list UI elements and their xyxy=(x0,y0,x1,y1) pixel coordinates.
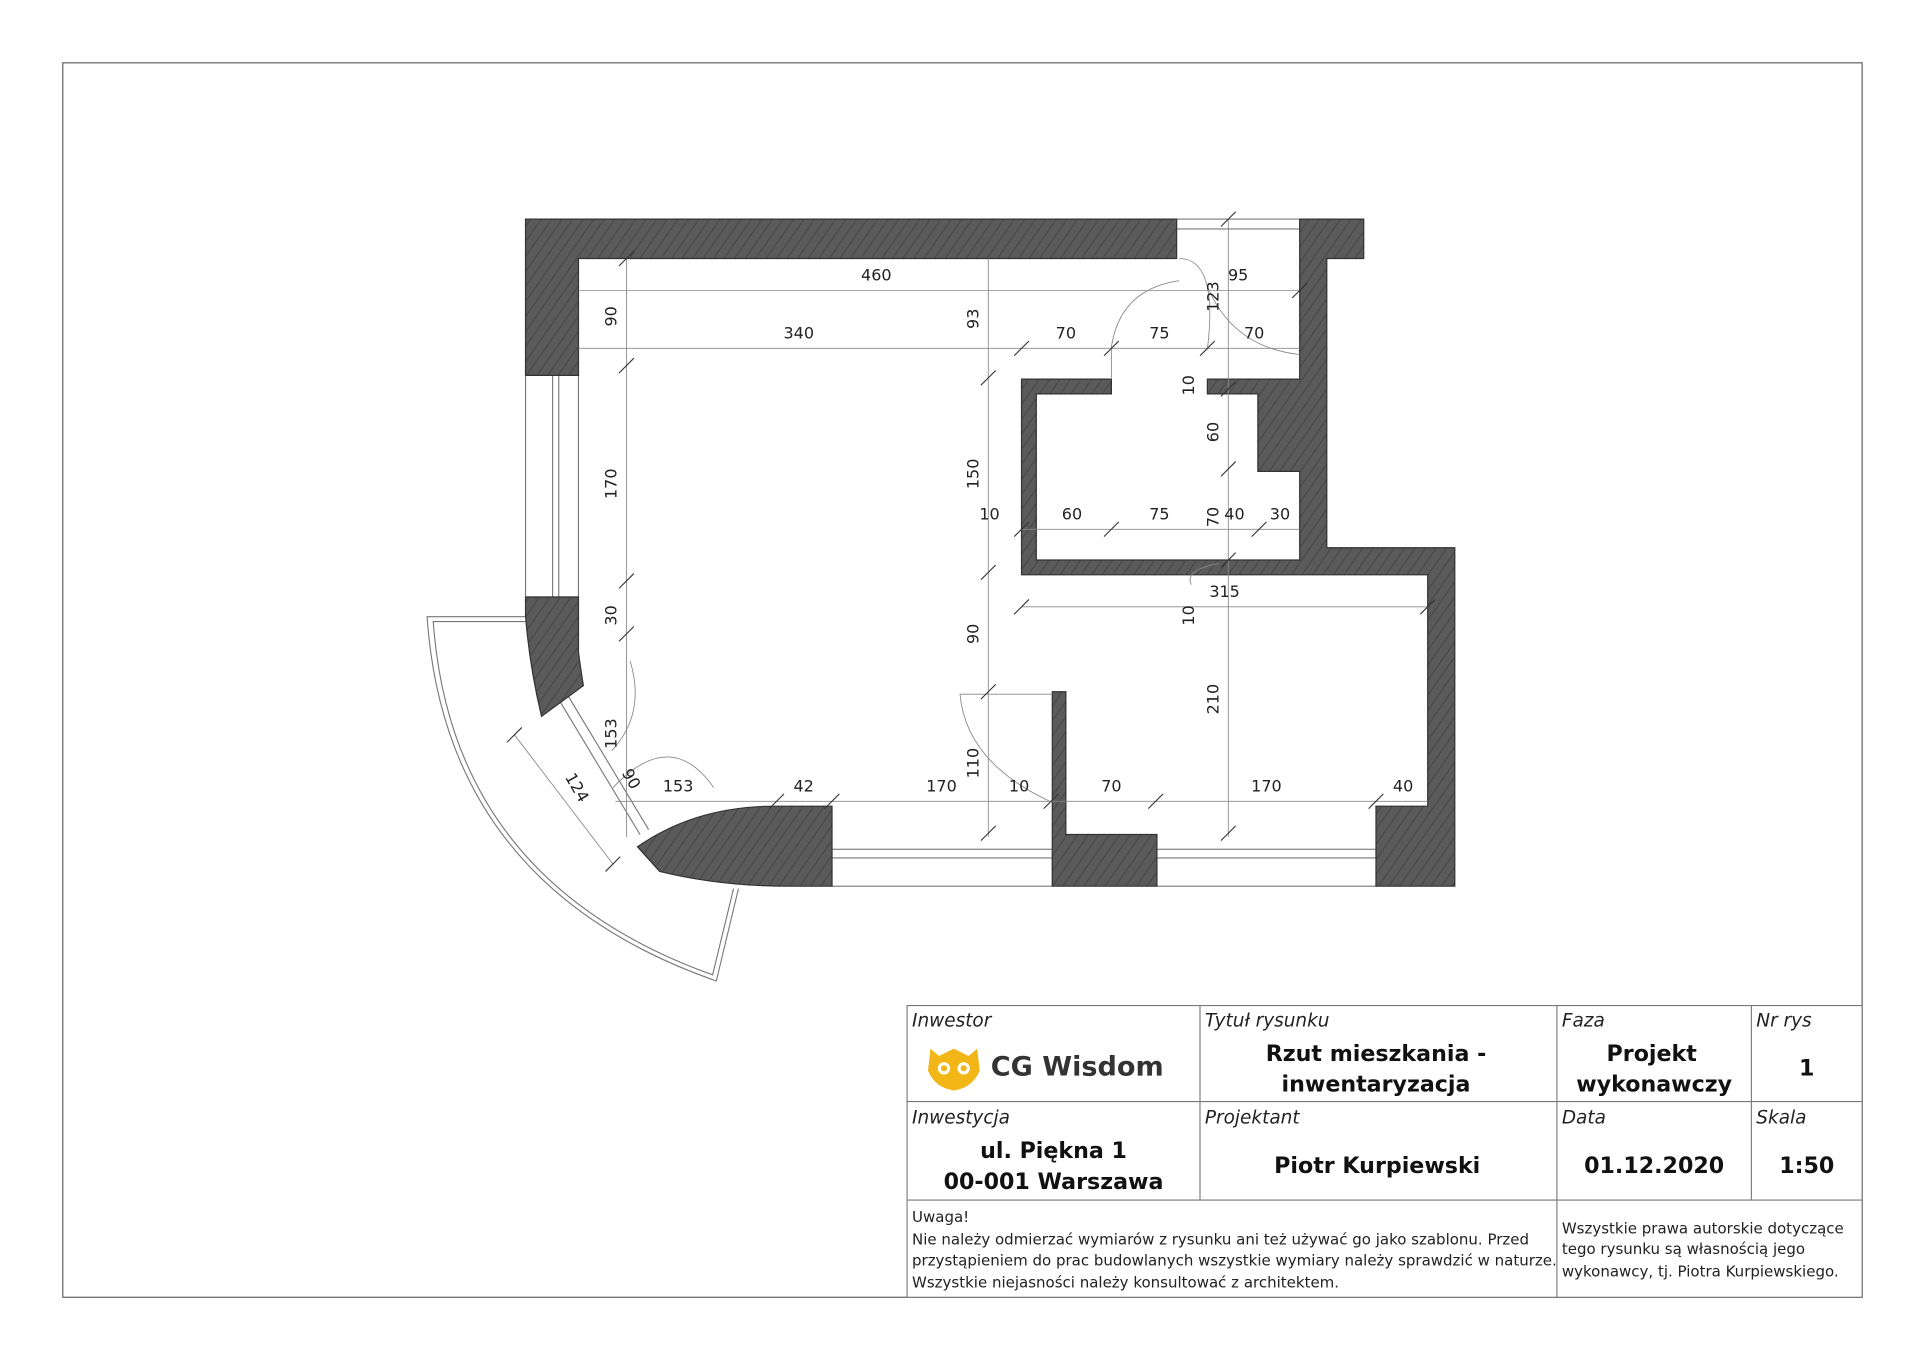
dimension-label: 95 xyxy=(1228,266,1248,285)
svg-text:przystąpieniem do prac budowla: przystąpieniem do prac budowlanych wszys… xyxy=(912,1251,1557,1269)
dimension-label: 70 xyxy=(1203,507,1222,527)
investment-city: 00-001 Warszawa xyxy=(944,1169,1164,1195)
dimension-label: 10 xyxy=(979,504,999,523)
dimension-label: 110 xyxy=(963,748,982,779)
dimension-lines xyxy=(514,219,1428,865)
svg-text:wykonawcy, tj. Piotra Kurpiews: wykonawcy, tj. Piotra Kurpiewskiego. xyxy=(1562,1262,1839,1280)
door-swings xyxy=(611,258,1300,803)
phase-value-line2: wykonawczy xyxy=(1576,1072,1732,1098)
dimension-label: 40 xyxy=(1393,776,1413,795)
svg-text:Uwaga!: Uwaga! xyxy=(912,1208,969,1226)
drawing-number-label: Nr rys xyxy=(1756,1010,1812,1031)
dimension-label: 30 xyxy=(602,605,621,625)
floor-plan: 460 95 123 90 340 93 70 75 70 10 60 170 … xyxy=(426,211,1456,982)
wall-right xyxy=(1020,218,1456,887)
drawing-title-line2: inwentaryzacja xyxy=(1282,1072,1471,1098)
dimension-label: 10 xyxy=(1179,605,1198,625)
dimension-label: 93 xyxy=(963,309,982,329)
designer-label: Projektant xyxy=(1205,1108,1300,1129)
dimension-label: 30 xyxy=(1270,504,1290,523)
svg-text:Wszystkie niejasności należy k: Wszystkie niejasności należy konsultować… xyxy=(912,1273,1339,1291)
dimension-label: 210 xyxy=(1203,684,1222,715)
wall-partition xyxy=(1051,691,1158,887)
dimension-labels: 460 95 123 90 340 93 70 75 70 10 60 170 … xyxy=(561,266,1413,806)
dimension-label: 340 xyxy=(783,324,814,343)
scale-label: Skala xyxy=(1756,1108,1806,1129)
cg-wisdom-logo: CG Wisdom xyxy=(928,1048,1164,1091)
dimension-label: 42 xyxy=(794,776,814,795)
dimension-label: 150 xyxy=(963,459,982,490)
date-value: 01.12.2020 xyxy=(1584,1153,1724,1179)
dimension-label: 60 xyxy=(1203,422,1222,442)
investor-label: Inwestor xyxy=(912,1010,993,1031)
phase-value: Projekt xyxy=(1607,1041,1698,1067)
dimension-label: 460 xyxy=(861,266,892,285)
title-block: Inwestor CG Wisdom Tytuł rysunku Rzut mi… xyxy=(906,1005,1863,1298)
date-label: Data xyxy=(1562,1108,1606,1129)
dimension-label: 70 xyxy=(1101,776,1121,795)
dimension-label: 170 xyxy=(602,468,621,499)
balcony-outline xyxy=(426,616,740,982)
dimension-label: 75 xyxy=(1149,324,1169,343)
investment-label: Inwestycja xyxy=(912,1108,1010,1129)
dimension-label: 170 xyxy=(926,776,957,795)
wall-curved-bottom xyxy=(636,805,833,887)
designer-name: Piotr Kurpiewski xyxy=(1274,1153,1480,1179)
phase-label: Faza xyxy=(1562,1010,1605,1031)
wall-curved-left xyxy=(524,596,585,718)
svg-text:CG Wisdom: CG Wisdom xyxy=(991,1052,1164,1083)
dimension-label: 123 xyxy=(1203,281,1222,312)
notice: Uwaga! Nie należy odmierzać wymiarów z r… xyxy=(912,1208,1557,1291)
drawing-title-label: Tytuł rysunku xyxy=(1205,1010,1330,1031)
dimension-label: 70 xyxy=(1244,324,1264,343)
owl-logo-icon xyxy=(928,1048,980,1091)
dimension-label: 70 xyxy=(1056,324,1076,343)
dimension-label: 153 xyxy=(602,718,621,749)
wall-top-left xyxy=(524,218,1178,377)
drawing-title: Rzut mieszkania - xyxy=(1266,1041,1487,1067)
svg-text:tego rysunku są własnością jeg: tego rysunku są własnością jego xyxy=(1562,1240,1805,1258)
dimension-label: 315 xyxy=(1209,582,1240,601)
drawing-number: 1 xyxy=(1799,1056,1814,1082)
svg-text:Wszystkie prawa autorskie doty: Wszystkie prawa autorskie dotyczące xyxy=(1562,1219,1844,1237)
dimension-label: 60 xyxy=(1062,504,1082,523)
dimension-ticks xyxy=(506,211,1436,872)
dimension-label: 40 xyxy=(1224,504,1244,523)
dimension-label: 153 xyxy=(663,776,694,795)
dimension-label: 10 xyxy=(1179,375,1198,395)
dimension-label: 90 xyxy=(963,624,982,644)
dimension-label: 90 xyxy=(602,306,621,326)
scale-value: 1:50 xyxy=(1779,1153,1834,1179)
investment-address: ul. Piękna 1 xyxy=(980,1138,1127,1164)
svg-text:Nie należy odmierzać wymiarów: Nie należy odmierzać wymiarów z rysunku … xyxy=(912,1230,1529,1248)
dimension-label: 170 xyxy=(1251,776,1282,795)
dimension-label: 10 xyxy=(1009,776,1029,795)
copyright-notice: Wszystkie prawa autorskie dotyczące tego… xyxy=(1562,1219,1844,1280)
dimension-label: 75 xyxy=(1149,504,1169,523)
